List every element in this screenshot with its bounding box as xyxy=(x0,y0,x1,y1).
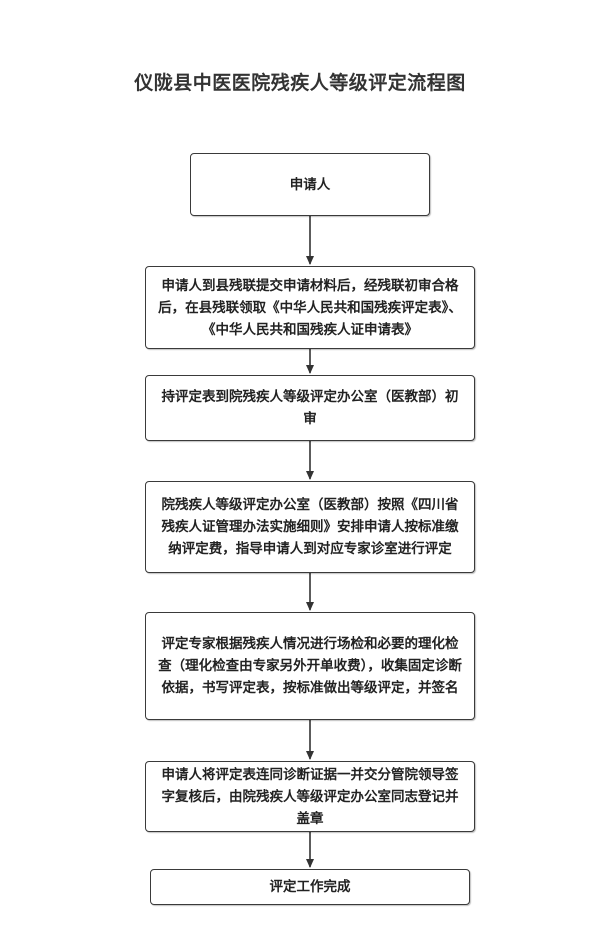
step-pay-fee: 院残疾人等级评定办公室（医教部）按照《四川省残疾人证管理办法实施细则》安排申请人… xyxy=(145,481,475,573)
step-complete: 评定工作完成 xyxy=(150,869,470,905)
step-sign-stamp: 申请人将评定表连同诊断证据一并交分管院领导签字复核后，由院残疾人等级评定办公室同… xyxy=(145,761,475,832)
step-submit-materials-text: 申请人到县残联提交申请材料后，经残联初审合格后，在县残联领取《中华人民共和国残疾… xyxy=(158,277,462,338)
step-submit-materials: 申请人到县残联提交申请材料后，经残联初审合格后，在县残联领取《中华人民共和国残疾… xyxy=(145,266,475,349)
step-expert-assessment: 评定专家根据残疾人情况进行场检和必要的理化检查（理化检查由专家另外开单收费），收… xyxy=(145,612,475,720)
step-initial-review-text: 持评定表到院残疾人等级评定办公室（医教部）初审 xyxy=(161,389,459,427)
step-sign-stamp-text: 申请人将评定表连同诊断证据一并交分管院领导签字复核后，由院残疾人等级评定办公室同… xyxy=(161,766,459,827)
step-complete-text: 评定工作完成 xyxy=(269,879,351,895)
step-initial-review: 持评定表到院残疾人等级评定办公室（医教部）初审 xyxy=(145,375,475,441)
step-applicant-text: 申请人 xyxy=(289,176,331,193)
step-applicant: 申请人 xyxy=(190,153,430,216)
step-expert-assessment-text: 评定专家根据残疾人情况进行场检和必要的理化检查（理化检查由专家另外开单收费），收… xyxy=(158,636,462,696)
step-pay-fee-text: 院残疾人等级评定办公室（医教部）按照《四川省残疾人证管理办法实施细则》安排申请人… xyxy=(161,497,459,557)
page-title: 仪陇县中医医院残疾人等级评定流程图 xyxy=(134,72,466,94)
